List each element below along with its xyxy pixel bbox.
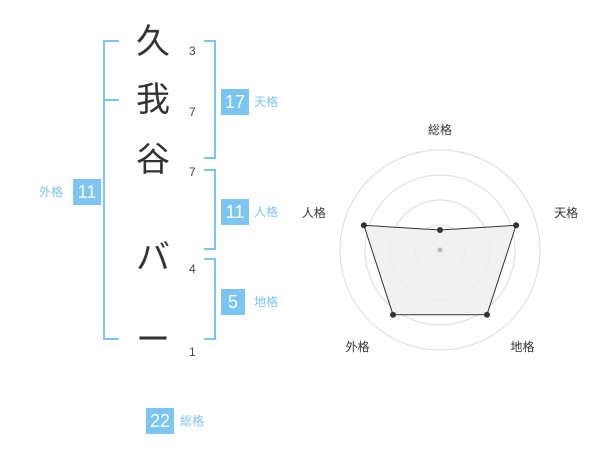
chikaku-label: 地格	[254, 295, 279, 309]
radar-point-5	[360, 222, 367, 229]
tenkaku-bracket-spine	[214, 40, 216, 159]
radar-point-3	[484, 311, 490, 318]
radar-point-2	[513, 222, 520, 229]
radar-axis-label-2: 天格	[554, 205, 578, 220]
radar-axis-label-4: 外格	[345, 339, 369, 354]
jinkaku-label: 人格	[254, 205, 279, 219]
radar-center-dot	[437, 247, 443, 253]
radar-area	[363, 224, 517, 316]
name-char-4: バ	[136, 238, 170, 278]
radar-ring-4	[339, 149, 541, 351]
tenkaku-label: 天格	[254, 95, 279, 109]
chikaku-value-badge: 5	[221, 289, 245, 315]
jinkaku-value-badge: 11	[221, 199, 249, 225]
gaikaku-bracket-tick-top	[103, 40, 119, 42]
soukaku-label: 総格	[180, 414, 205, 428]
radar-axis-label-3: 地格	[511, 339, 535, 354]
radar-axis-label-5: 人格	[302, 205, 326, 220]
jinkaku-bracket-tick-bottom	[204, 248, 216, 250]
name-char-2: 我	[136, 80, 170, 120]
gaikaku-value-badge: 11	[73, 179, 101, 205]
stroke-count-3: 7	[189, 165, 196, 179]
stroke-count-1: 3	[189, 44, 196, 58]
tenkaku-bracket-tick-bottom	[204, 157, 216, 159]
gaikaku-bracket-spine	[103, 40, 105, 340]
name-char-3: 谷	[136, 140, 170, 180]
radar-point-4	[390, 311, 396, 318]
soukaku-value-badge: 22	[146, 408, 174, 434]
gaikaku-bracket-tick-mid	[103, 99, 119, 101]
radar-axis-label-1: 総格	[428, 122, 452, 137]
radar-point-1	[437, 227, 443, 233]
name-char-1: 久	[136, 22, 170, 62]
tenkaku-value-badge: 17	[221, 89, 249, 115]
chikaku-bracket-spine	[214, 258, 216, 340]
jinkaku-bracket-spine	[214, 169, 216, 250]
chikaku-bracket-tick-bottom	[204, 338, 216, 340]
stroke-count-2: 7	[189, 105, 196, 119]
stroke-count-4: 4	[189, 262, 196, 276]
name-char-5: ー	[136, 320, 170, 360]
gaikaku-label: 外格	[39, 185, 64, 199]
stroke-count-5: 1	[189, 345, 196, 359]
radar-ring-3	[364, 174, 516, 326]
tenkaku-bracket-tick-top	[204, 40, 216, 42]
jinkaku-bracket-tick-top	[204, 169, 216, 171]
gaikaku-bracket-tick-bottom	[103, 338, 119, 340]
chikaku-bracket-tick-top	[204, 258, 216, 260]
